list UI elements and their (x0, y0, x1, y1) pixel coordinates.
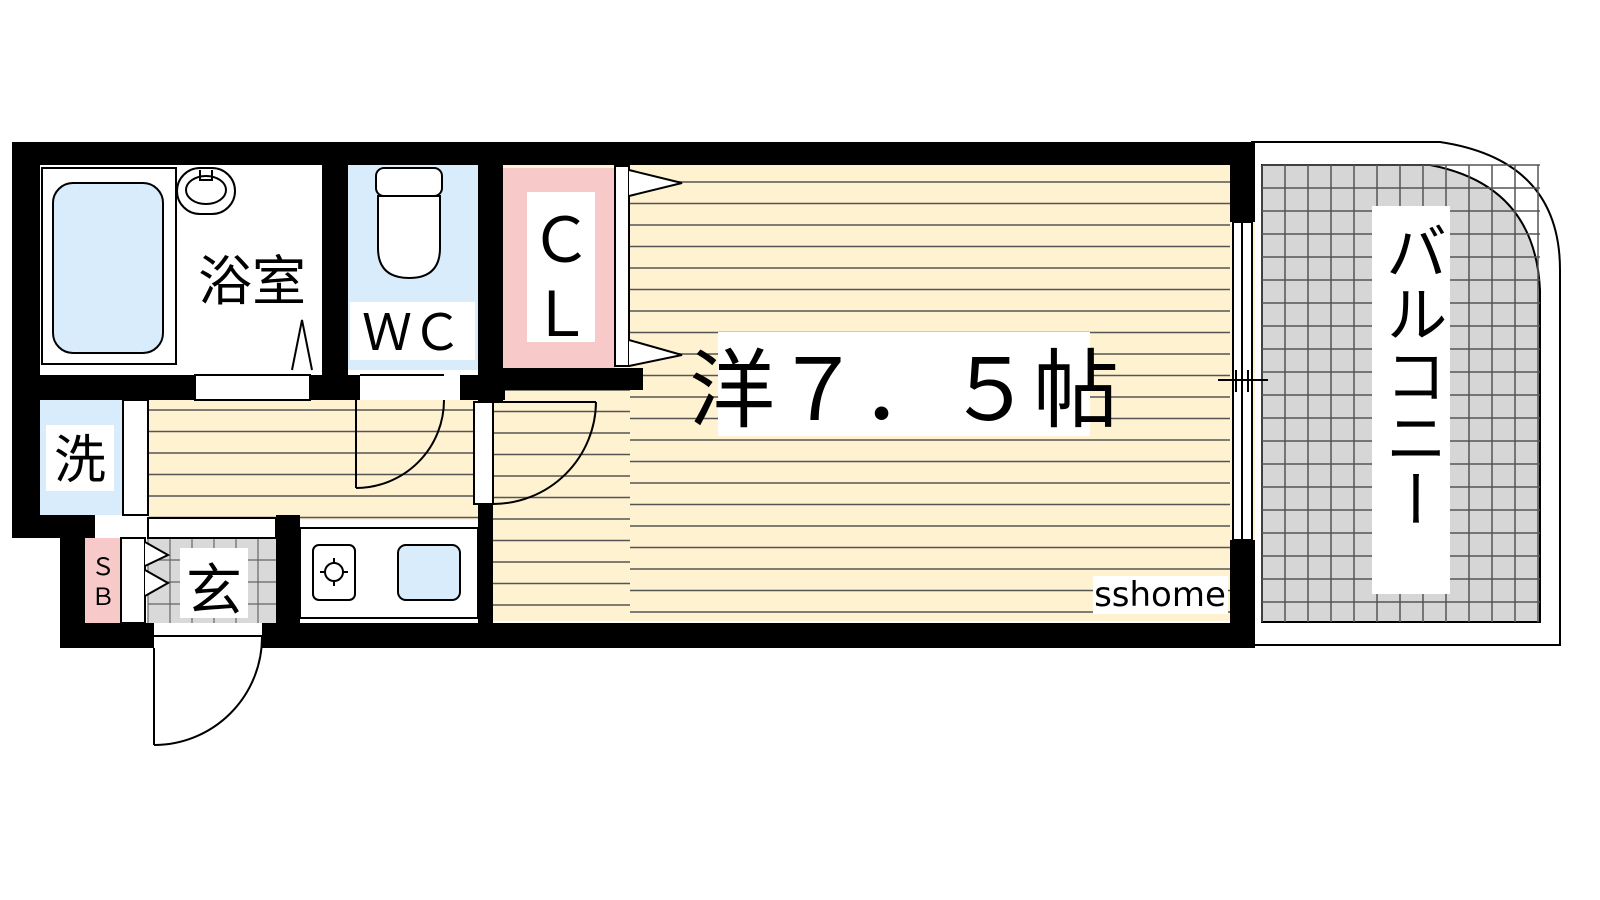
closet-door-bottom (628, 339, 683, 367)
bath-door-opening (194, 374, 311, 401)
closet-door-panel (614, 165, 630, 367)
closet-door-top (628, 169, 683, 197)
wall-wc-closet (478, 142, 503, 402)
stove-burner-marks (320, 558, 348, 586)
wall-wc-bottom-right (460, 375, 505, 400)
wall-kitchen-left (276, 515, 300, 648)
wall-washer-right (123, 385, 148, 400)
window-sash-marker (1218, 370, 1268, 392)
wall-kitchen-right (478, 515, 493, 648)
bath-sink-bowl (185, 175, 227, 205)
closet-label-c: Ｃ (530, 204, 592, 277)
doors (153, 374, 597, 746)
shoebox-label-b: Ｂ (91, 583, 115, 611)
walls (12, 142, 1255, 648)
wall-bath-bottom (40, 375, 195, 400)
balcony-label: バルコニー (1375, 220, 1448, 530)
wall-bottom-right (262, 623, 1255, 648)
entrance-label-bg (180, 548, 248, 618)
shoebox-door-bottom (144, 569, 171, 597)
room-door (473, 401, 597, 505)
bathtub-basin (52, 182, 164, 354)
balcony-label-bg (1372, 206, 1450, 594)
entrance-step (147, 517, 277, 539)
wall-bottom-left (60, 623, 154, 648)
shoebox-door-top (144, 541, 171, 567)
closet-label-l: Ｌ (530, 278, 592, 351)
entrance: 玄 Ｓ Ｂ (85, 517, 277, 624)
washer-label-bg (46, 425, 114, 491)
balcony-window (1218, 221, 1268, 541)
closet: Ｃ Ｌ (503, 165, 683, 368)
wall-closet-bottom (503, 368, 643, 390)
balcony: バルコニー (1251, 141, 1561, 646)
bathroom: 浴室 (40, 165, 322, 375)
shoebox-door-panel (120, 537, 146, 624)
bathroom-label: 浴室 (198, 250, 306, 313)
washer-door-panel (122, 399, 149, 516)
western-room-label: 洋７．５帖 (689, 341, 1119, 441)
wall-left-upper (12, 142, 40, 538)
toilet-bowl (377, 195, 441, 280)
hall-floor (148, 400, 493, 520)
closet-label-bg (527, 192, 595, 342)
wall-right-top (1230, 142, 1255, 222)
wall-bath-wc (322, 142, 348, 387)
wall-bath-bottom-right (310, 375, 360, 400)
wc: ＷＣ (348, 165, 478, 370)
stove-burner (324, 562, 344, 582)
wall-top (12, 142, 1255, 165)
kitchen-sink (397, 544, 461, 601)
western-room-label-bg (718, 332, 1090, 436)
watermark: sshome (1094, 575, 1226, 615)
shoebox (85, 538, 121, 623)
bath-faucet (199, 170, 213, 181)
watermark-bg (1093, 576, 1228, 614)
wc-door (355, 374, 445, 489)
wc-label: ＷＣ (362, 304, 462, 362)
washer-label: 洗 (54, 431, 106, 491)
entrance-label: 玄 (186, 559, 242, 624)
wall-right-bottom (1230, 540, 1255, 648)
wc-label-bg (350, 302, 475, 360)
bath-door-marker (291, 319, 313, 371)
washer-space: 洗 (40, 399, 149, 516)
kitchen (299, 527, 479, 619)
entrance-door (153, 635, 263, 746)
toilet-tank (375, 167, 443, 197)
hall-floor-lines (148, 409, 478, 519)
shoebox-label-s: Ｓ (91, 553, 115, 581)
